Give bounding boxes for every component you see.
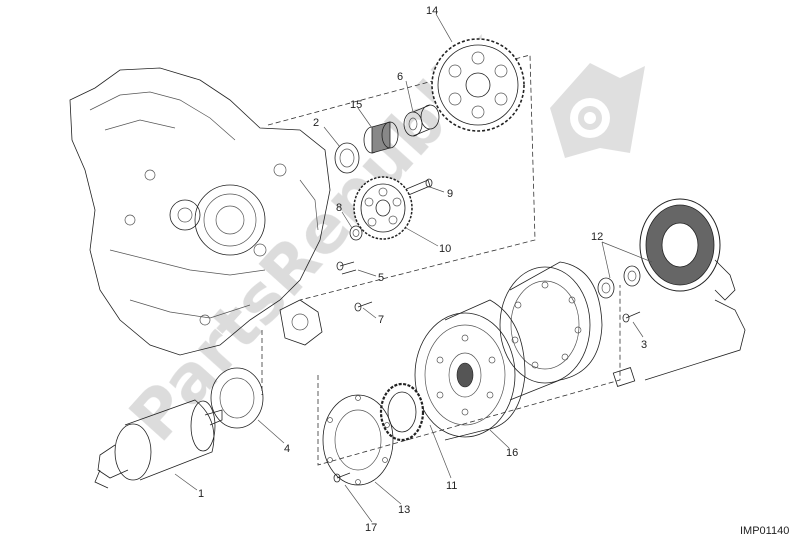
- part-3-screw: [622, 311, 641, 323]
- callout-9: 9: [447, 188, 453, 200]
- callout-16: 16: [506, 447, 518, 459]
- callout-11: 11: [446, 480, 457, 492]
- callout-numbers: 1 2 3 4 5 6 7 8 9 10 11 12 13 14 15 16 1…: [198, 5, 647, 534]
- part-16-flywheel: [414, 299, 526, 441]
- part-5-screws: [336, 261, 357, 275]
- gear-assembly-boundary: [267, 54, 536, 301]
- callout-15: 15: [350, 99, 362, 111]
- callout-12: 12: [591, 231, 603, 243]
- callout-14: 14: [426, 5, 438, 17]
- part-8-washer: [349, 225, 363, 241]
- part-14-gear: [431, 38, 525, 132]
- part-4-gasket: [210, 367, 264, 429]
- leader-lines: [174, 13, 653, 523]
- drawing-code: IMP01140: [740, 525, 789, 537]
- callout-10: 10: [439, 243, 451, 255]
- part-2-washer: [334, 142, 360, 174]
- part-11-clutch: [379, 382, 425, 442]
- callout-8: 8: [336, 202, 342, 214]
- part-15-needle-bearing: [363, 121, 399, 154]
- callout-13: 13: [398, 504, 410, 516]
- part-10-gear: [353, 176, 413, 240]
- callout-17: 17: [365, 522, 377, 534]
- callout-2: 2: [313, 117, 319, 129]
- callout-5: 5: [378, 272, 384, 284]
- callout-4: 4: [284, 443, 290, 455]
- crankcase-drawing: [69, 67, 331, 356]
- part-17-screw: [333, 472, 351, 483]
- part-13-gasket: [322, 394, 394, 486]
- part-7-screw: [354, 301, 373, 312]
- watermark-gear-flag-icon: [550, 63, 645, 158]
- part-12-stator: [612, 198, 746, 387]
- callout-3: 3: [641, 339, 647, 351]
- callout-6: 6: [397, 71, 403, 83]
- flywheel-assembly-boundary: [317, 285, 621, 466]
- rotor-drum: [499, 261, 603, 401]
- callout-1: 1: [198, 488, 204, 500]
- stator-washers: [597, 265, 641, 299]
- part-1-starter-motor: [94, 399, 223, 489]
- callout-7: 7: [378, 314, 384, 326]
